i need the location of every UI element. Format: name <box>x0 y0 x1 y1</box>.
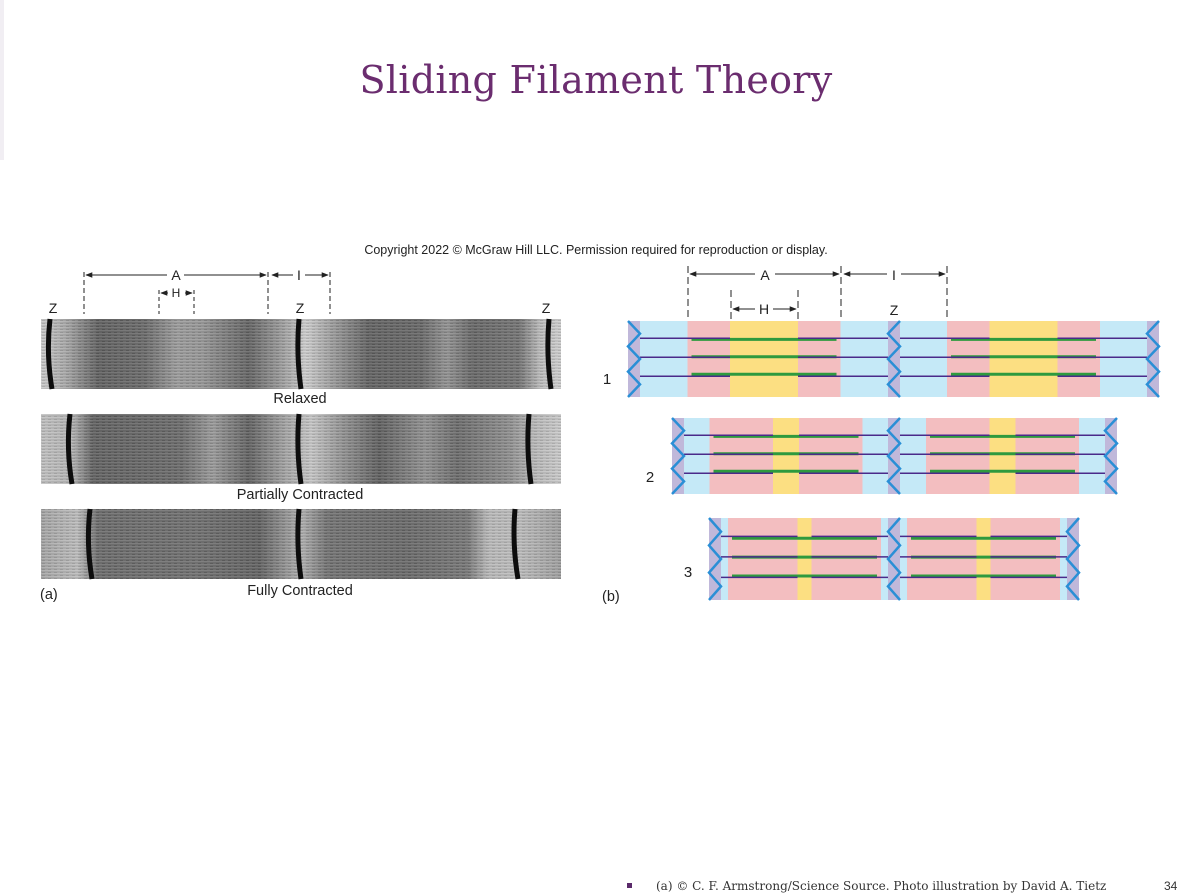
page-number: 34 <box>1164 879 1178 893</box>
micrograph-strip-relaxed <box>41 318 561 390</box>
micrograph-strip-fully-contracted <box>41 508 561 580</box>
h-zone <box>773 418 799 494</box>
stage-number-3: 3 <box>684 564 692 581</box>
h-zone <box>989 321 1058 397</box>
sarcomere-stage-2 <box>670 417 1119 495</box>
z-disc <box>888 321 900 397</box>
a-band-label: A <box>171 267 181 283</box>
b-i-band-label: I <box>892 267 896 283</box>
sarcomere-stage-3 <box>707 517 1081 601</box>
panel-a-label: (a) <box>40 587 58 603</box>
b-a-band-label: A <box>760 267 770 283</box>
h-zone <box>797 518 812 600</box>
panel-a: A H I Z Z Z Relaxed Partially Contracted <box>40 267 561 603</box>
z-disc <box>888 418 900 494</box>
panel-b-dimensions <box>687 266 948 330</box>
strip-caption-partially-contracted: Partially Contracted <box>237 487 364 503</box>
z-disc-zigzag <box>1065 517 1081 601</box>
z-disc-zigzag <box>886 417 902 495</box>
sarcomere-stage-1 <box>626 320 1161 398</box>
z-disc <box>1147 321 1159 397</box>
z-disc <box>1105 418 1117 494</box>
stage-number-2: 2 <box>646 469 654 486</box>
z-disc <box>672 418 684 494</box>
panel-b-label: (b) <box>602 589 620 605</box>
b-h-zone-label: H <box>759 301 769 317</box>
h-zone-label: H <box>172 286 181 300</box>
z-disc-zigzag <box>626 320 642 398</box>
z-line-label-left: Z <box>49 300 58 316</box>
z-disc <box>888 518 900 600</box>
z-disc <box>628 321 640 397</box>
z-line-label-middle: Z <box>296 300 305 316</box>
h-zone <box>730 321 798 397</box>
z-disc <box>709 518 721 600</box>
strip-caption-fully-contracted: Fully Contracted <box>247 583 353 599</box>
slide-edge-bar <box>0 0 4 160</box>
i-band-label: I <box>297 267 301 283</box>
z-disc <box>1067 518 1079 600</box>
stage-number-1: 1 <box>603 371 611 388</box>
photo-credit: (a) © C. F. Armstrong/Science Source. Ph… <box>656 879 1107 893</box>
z-disc-zigzag <box>1103 417 1119 495</box>
z-line-label-right: Z <box>542 300 551 316</box>
z-disc-zigzag <box>670 417 686 495</box>
z-disc-zigzag <box>1145 320 1161 398</box>
panel-b: A H I Z 1 2 3 (b) <box>602 266 1161 605</box>
footer-bullet <box>627 883 632 888</box>
panel-a-dimensions <box>83 272 331 314</box>
slide-title: Sliding Filament Theory <box>359 58 833 102</box>
panel-b-dim-labels: A H I Z <box>759 267 899 318</box>
micrograph-strip-partially-contracted <box>41 413 561 485</box>
strip-caption-relaxed: Relaxed <box>273 391 326 407</box>
copyright-notice: Copyright 2022 © McGraw Hill LLC. Permis… <box>364 243 828 257</box>
z-disc-zigzag <box>886 320 902 398</box>
panel-a-dim-labels: A H I Z Z Z <box>49 267 551 316</box>
b-z-line-label: Z <box>890 302 899 318</box>
z-disc-zigzag <box>707 517 723 601</box>
z-disc-zigzag <box>886 517 902 601</box>
h-zone <box>989 418 1016 494</box>
h-zone <box>976 518 991 600</box>
